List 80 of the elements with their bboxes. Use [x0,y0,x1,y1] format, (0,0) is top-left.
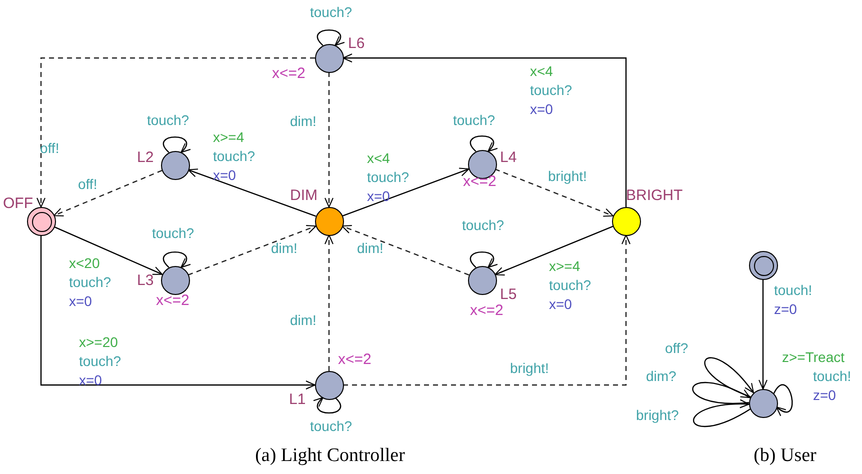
edge-label: x>=4 [213,128,244,147]
transition-arrow [53,170,162,216]
location-name: BRIGHT [626,186,683,205]
edge-label: touch? [453,111,496,130]
edge-label: touch? [367,168,410,187]
transition-arrow [188,168,316,217]
edge-label: touch! [774,281,812,300]
edge-label: touch! [813,367,852,386]
edge-label: touch? [549,276,592,295]
self-loop-arrow [692,382,751,404]
self-loop-arrow [316,29,345,46]
transition-arrow [494,226,614,276]
edge-label: z=0 [774,300,797,319]
edge-label: dim? [646,367,676,386]
invariant-label: x<=2 [156,291,190,310]
edge-label: touch? [147,111,190,130]
edge-label: bright? [636,406,679,425]
self-loop-arrow [162,136,191,153]
edge-label: x>=4 [549,257,580,276]
caption: (b) User [754,446,816,465]
edge-label: dim! [290,112,316,131]
location-name: L4 [500,148,517,167]
edge-label: bright! [510,359,549,378]
transition-arrow [343,234,630,386]
edge-label: touch? [310,3,352,22]
edge-label: x<20 [69,254,100,273]
edge-label: x<4 [367,149,390,168]
transition-arrow [324,234,334,371]
self-loop-arrow [704,357,754,398]
edge-label: x>=20 [79,333,118,352]
location-name: L1 [289,390,306,409]
transition-arrow [494,168,614,217]
edge-label: dim! [271,239,298,258]
transition-arrow [342,168,470,217]
edge-label: touch? [310,417,352,436]
edge-label: touch? [79,352,122,371]
edge-label: off! [40,139,60,158]
location-name: L5 [500,285,517,304]
edge-label: x=0 [213,166,236,185]
transition-arrow [40,235,316,390]
transition-arrow [54,226,163,275]
self-loop-arrow [693,400,751,427]
edge-label: bright! [548,167,587,186]
location-name: OFF [3,194,33,213]
transition-arrow [36,57,315,208]
invariant-label: x<=2 [470,301,504,320]
self-loop-arrow [162,251,191,268]
self-loop-arrow [773,384,793,416]
self-loop-arrow [470,251,498,268]
location-name: DIM [290,186,318,205]
edge-label: x=0 [69,292,92,311]
location-name: L2 [137,148,154,167]
edge-label: off! [78,175,98,194]
edge-label: x=0 [367,187,390,206]
location-name: L3 [137,271,154,290]
invariant-label: x<=2 [272,64,306,83]
transition-arrow [188,225,316,276]
edge-label: z=0 [813,386,836,405]
self-loop-arrow [313,397,342,414]
edge-label: touch? [152,224,194,243]
edge-label: dim! [357,239,384,258]
edge-label: touch? [69,273,112,292]
transition-arrow [342,225,470,276]
edge-label: touch? [530,81,572,100]
location-name: L6 [348,34,365,53]
edge-label: x=0 [79,371,102,390]
edge-label: z>=Treact [782,348,845,367]
self-loop-arrow [470,135,498,152]
edge-label: x=0 [530,100,553,119]
edge-label: off? [665,339,688,358]
caption: (a) Light Controller [255,446,405,465]
edge-label: x<4 [530,62,553,81]
transition-arrow [342,54,627,207]
invariant-label: x<=2 [338,350,372,369]
edge-label: touch? [213,147,256,166]
edge-label: dim! [290,311,316,330]
transition-arrow [324,72,334,208]
edge-label: touch? [462,216,504,235]
invariant-label: x<=2 [463,172,496,191]
edge-label: x=0 [549,295,572,314]
